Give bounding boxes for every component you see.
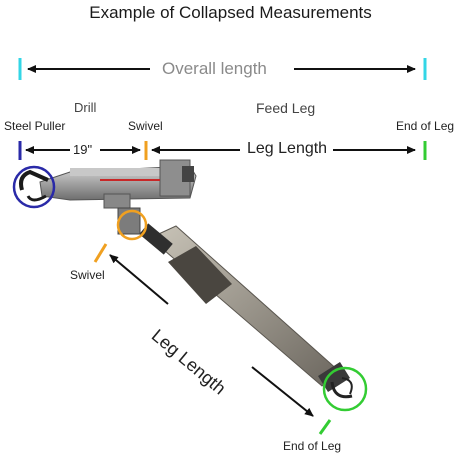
leg-length-diagonal-arrow-down <box>251 366 314 417</box>
end-of-leg-lower-marker <box>318 419 332 435</box>
overall-length-label: Overall length <box>162 59 267 78</box>
end-of-leg-circle <box>322 366 368 412</box>
end-of-leg-top-label: End of Leg <box>396 119 455 133</box>
leg-length-top-label: Leg Length <box>247 140 328 157</box>
swivel-circle <box>116 209 148 241</box>
leg-length-diagonal-arrow-up <box>109 254 169 305</box>
diagram-title: Example of Collapsed Measurements <box>89 3 372 22</box>
rock-drill-tool-image <box>19 159 353 399</box>
steel-puller-label: Steel Puller <box>4 119 66 133</box>
swivel-lower-marker <box>93 243 108 263</box>
end-of-leg-lower-label: End of Leg <box>283 439 342 453</box>
drill-label: Drill <box>74 100 97 115</box>
dimension-19-label: 19" <box>73 142 93 157</box>
swivel-top-label: Swivel <box>128 119 163 133</box>
feed-leg-label: Feed Leg <box>256 100 316 116</box>
steel-puller-circle <box>12 165 56 209</box>
swivel-lower-label: Swivel <box>70 268 105 282</box>
